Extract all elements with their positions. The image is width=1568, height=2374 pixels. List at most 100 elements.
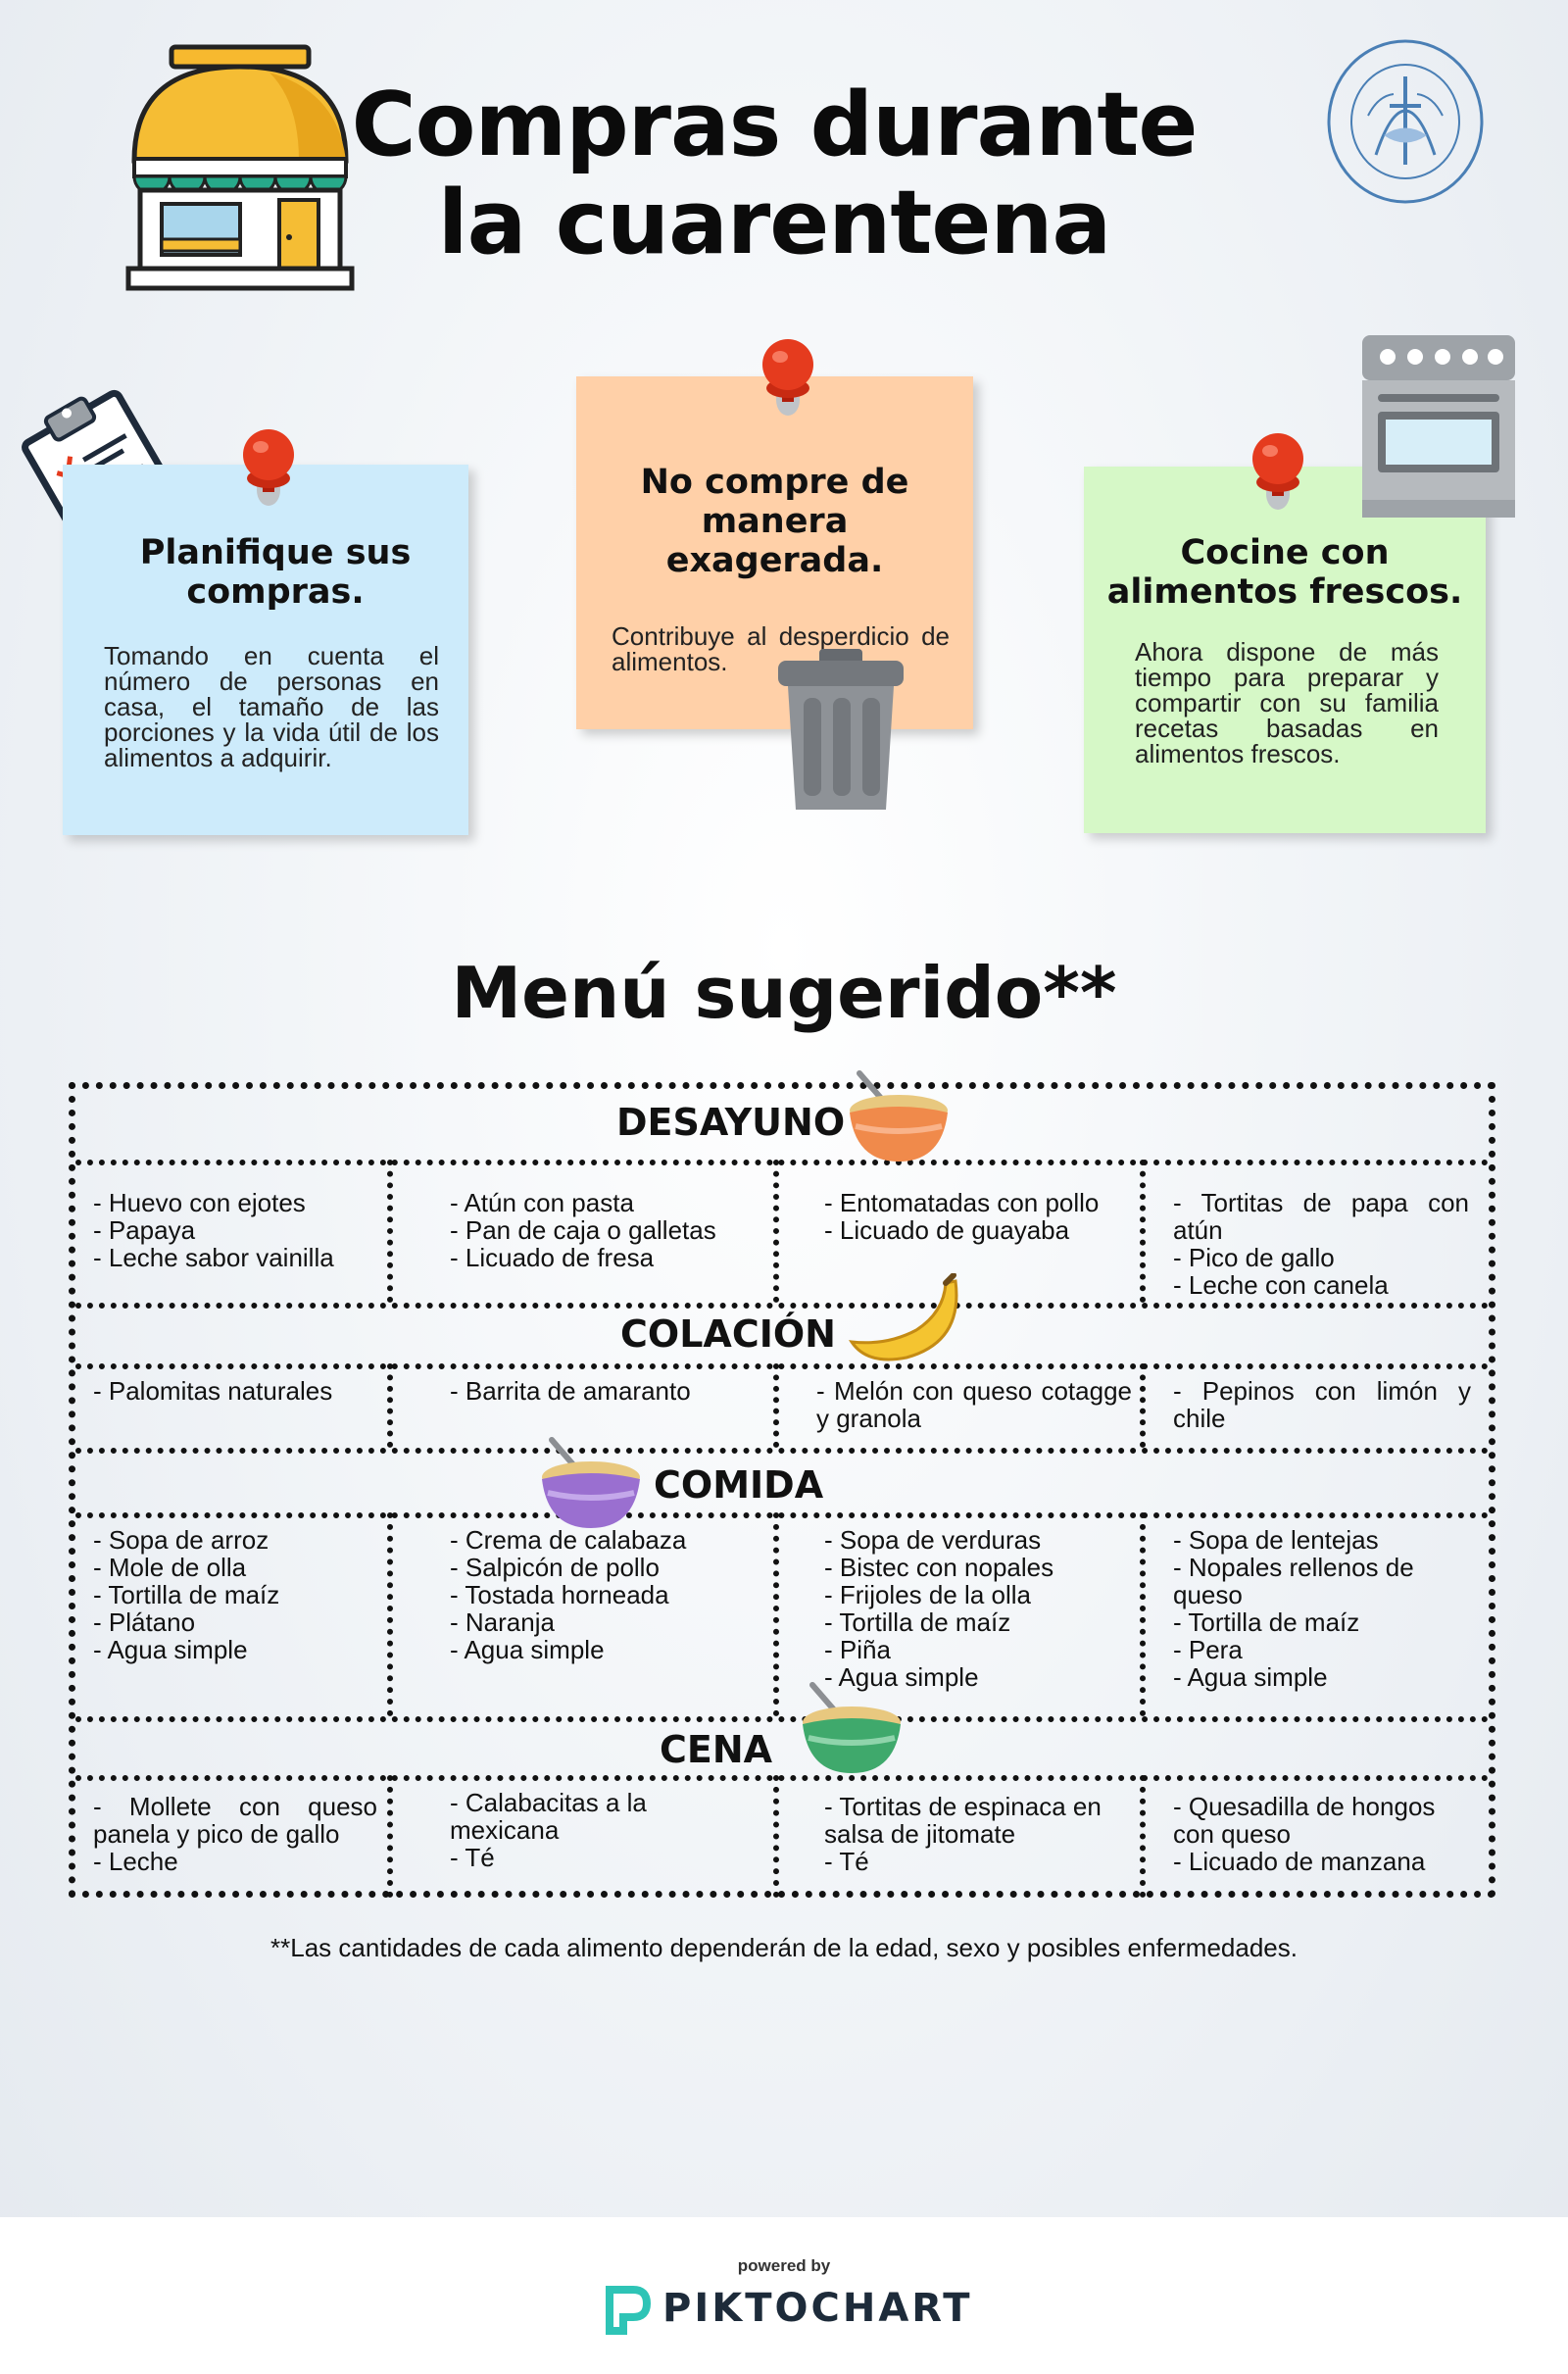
pushpin-icon (243, 429, 294, 506)
menu-cell: - Entomatadas con pollo - Licuado de gua… (824, 1189, 1132, 1244)
powered-by-label: powered by (737, 2256, 831, 2275)
menu-cell: - Atún con pasta - Pan de caja o galleta… (450, 1189, 763, 1271)
institution-seal-icon (1327, 39, 1484, 204)
menu-item: - Té (450, 1843, 495, 1872)
row-divider (75, 1160, 1489, 1165)
title-line-2: la cuarentena (437, 172, 1111, 274)
pushpin-icon (762, 339, 813, 416)
menu-cell: - Quesadilla de hongos con queso - Licua… (1173, 1793, 1471, 1875)
menu-cell: - Tortitas de papa con atún - Pico de ga… (1173, 1189, 1469, 1299)
menu-cell: - Crema de calabaza - Salpicón de pollo … (450, 1526, 763, 1663)
menu-item: - Palomitas naturales (93, 1376, 333, 1406)
tip-note-plan: Planifique sus compras. Tomando en cuent… (63, 465, 468, 835)
menu-item: - Sopa de lentejas (1173, 1525, 1379, 1555)
col-divider (1140, 1512, 1146, 1716)
cereal-bowl-purple-icon (542, 1437, 640, 1528)
menu-item: - Entomatadas con pollo (824, 1188, 1100, 1217)
menu-item: - Tortilla de maíz (93, 1580, 280, 1609)
menu-item: - Agua simple (824, 1662, 979, 1692)
menu-item: - Agua simple (450, 1635, 605, 1664)
row-divider (75, 1303, 1489, 1309)
menu-item: - Tortitas de papa con atún (1173, 1188, 1469, 1245)
col-divider (1140, 1775, 1146, 1898)
row-divider (75, 1448, 1489, 1454)
menu-item: - Pico de gallo (1173, 1243, 1335, 1272)
footnote: **Las cantidades de cada alimento depend… (270, 1933, 1298, 1962)
menu-item: - Frijoles de la olla (824, 1580, 1031, 1609)
menu-item: - Huevo con ejotes (93, 1188, 306, 1217)
menu-item: - Pepinos con limón y chile (1173, 1376, 1471, 1433)
menu-item: - Crema de calabaza (450, 1525, 687, 1555)
col-divider (773, 1363, 779, 1448)
menu-item: - Plátano (93, 1607, 196, 1637)
menu-cell: - Sopa de lentejas - Nopales rellenos de… (1173, 1526, 1471, 1691)
row-divider (75, 1512, 1489, 1518)
banana-icon (848, 1273, 958, 1361)
menu-cell: - Mollete con queso panela y pico de gal… (93, 1793, 377, 1875)
menu-item: - Pera (1173, 1635, 1243, 1664)
menu-item: - Melón con queso cotagge y granola (816, 1376, 1132, 1433)
menu-item: - Tortilla de maíz (1173, 1607, 1360, 1637)
title-line-1: Compras durante (351, 74, 1199, 176)
menu-item: - Agua simple (1173, 1662, 1328, 1692)
meal-label-desayuno: DESAYUNO (616, 1101, 846, 1144)
menu-cell: - Tortitas de espinaca en salsa de jitom… (824, 1793, 1118, 1875)
tip-body-dont-overbuy: Contribuye al desperdicio de alimentos. (612, 621, 950, 676)
store-icon (125, 44, 355, 291)
menu-item: - Licuado de guayaba (824, 1215, 1070, 1245)
oven-icon (1362, 335, 1515, 518)
meal-label-comida: COMIDA (654, 1463, 824, 1507)
menu-cell: - Calabacitas a la mexicana - Té (450, 1789, 705, 1871)
cereal-bowl-green-icon (803, 1682, 901, 1773)
tip-title-plan: Planifique sus compras. (139, 533, 412, 612)
tip-body-plan: Tomando en cuenta el número de personas … (104, 641, 439, 772)
menu-item: - Licuado de fresa (450, 1243, 655, 1272)
trash-can-icon (778, 649, 904, 810)
menu-item: - Calabacitas a la mexicana (450, 1788, 647, 1845)
menu-item: - Té (824, 1847, 869, 1876)
menu-item: - Tortilla de maíz (824, 1607, 1011, 1637)
menu-item: - Barrita de amaranto (450, 1376, 691, 1406)
page-title: Compras durante la cuarentena (333, 76, 1215, 272)
tip-title-dont-overbuy: No compre de manera exagerada. (640, 463, 909, 580)
menu-item: - Naranja (450, 1607, 555, 1637)
menu-item: - Papaya (93, 1215, 196, 1245)
tip-note-fresh: Cocine con alimentos frescos. Ahora disp… (1084, 467, 1486, 833)
menu-item: - Tostada horneada (450, 1580, 669, 1609)
menu-item: - Bistec con nopales (824, 1553, 1054, 1582)
menu-item: - Pan de caja o galletas (450, 1215, 716, 1245)
piktochart-brand: PIKTOCHART (662, 2286, 973, 2331)
menu-item: - Leche (93, 1847, 178, 1876)
tip-title-fresh: Cocine con alimentos frescos. (1106, 533, 1463, 612)
col-divider (387, 1160, 393, 1303)
menu-item: - Leche con canela (1173, 1270, 1389, 1300)
tip-body-fresh: Ahora dispone de más tiempo para prepara… (1135, 637, 1439, 768)
col-divider (387, 1512, 393, 1716)
meal-label-cena: CENA (660, 1728, 773, 1771)
col-divider (773, 1512, 779, 1716)
menu-item: - Nopales rellenos de queso (1173, 1553, 1414, 1609)
menu-item: - Salpicón de pollo (450, 1553, 660, 1582)
menu-cell: - Barrita de amaranto (450, 1377, 763, 1405)
row-divider (75, 1363, 1489, 1369)
piktochart-logo-icon (606, 2286, 651, 2335)
col-divider (773, 1775, 779, 1898)
menu-item: - Atún con pasta (450, 1188, 634, 1217)
menu-title: Menú sugerido** (451, 952, 1117, 1034)
meal-label-colacion: COLACIÓN (620, 1312, 836, 1356)
menu-item: - Tortitas de espinaca en salsa de jitom… (824, 1792, 1102, 1849)
tip-note-dont-overbuy: No compre de manera exagerada. Contribuy… (576, 376, 973, 729)
menu-item: - Mole de olla (93, 1553, 247, 1582)
menu-cell: - Sopa de arroz - Mole de olla - Tortill… (93, 1526, 377, 1663)
menu-cell: - Sopa de verduras - Bistec con nopales … (824, 1526, 1132, 1691)
menu-item: - Mollete con queso panela y pico de gal… (93, 1792, 377, 1849)
menu-item: - Sopa de verduras (824, 1525, 1042, 1555)
menu-cell: - Melón con queso cotagge y granola (816, 1377, 1132, 1432)
cereal-bowl-orange-icon (850, 1070, 948, 1162)
menu-item: - Quesadilla de hongos con queso (1173, 1792, 1436, 1849)
col-divider (773, 1160, 779, 1303)
col-divider (1140, 1363, 1146, 1448)
col-divider (387, 1363, 393, 1448)
row-divider (75, 1775, 1489, 1781)
col-divider (1140, 1160, 1146, 1303)
